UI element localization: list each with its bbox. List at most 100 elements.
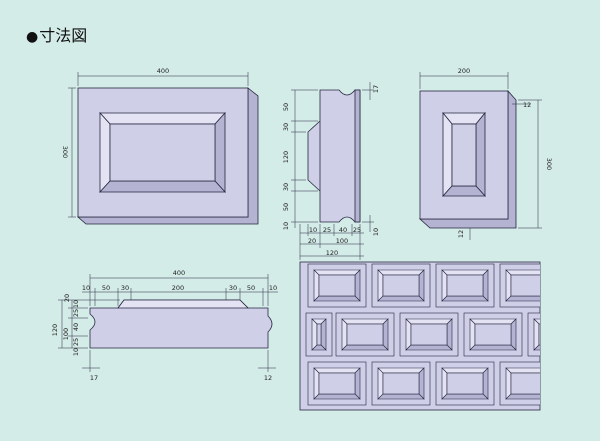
wall-block-part	[474, 323, 512, 346]
side-bottom-right-label: 10	[372, 228, 380, 236]
wall-block	[307, 361, 367, 406]
wall-block-part	[469, 344, 517, 351]
wall-block-part	[313, 393, 361, 400]
wall-block	[335, 312, 395, 357]
plan-total-height-label: 120	[51, 324, 59, 336]
plan-height-sub-label: 100	[62, 328, 70, 340]
plan-v-5: 10	[72, 348, 80, 356]
wall-block-part	[575, 319, 580, 350]
plan-seg-4: 30	[229, 284, 237, 292]
wall-block-part	[446, 274, 484, 297]
plan-seg-6: 10	[269, 284, 277, 292]
wall-block-part	[538, 323, 540, 346]
side-top-label: 17	[372, 85, 380, 93]
wall-block	[463, 312, 523, 357]
wall-block	[435, 361, 495, 406]
side-view	[307, 89, 361, 223]
wall-block-part	[505, 367, 540, 374]
wall-block-part	[533, 344, 540, 351]
wall-block-part	[382, 274, 420, 297]
side-dim-0: 50	[282, 103, 290, 111]
plan-seg-2: 30	[121, 284, 129, 292]
wall-block	[305, 312, 333, 357]
plan-right-bottom-label: 12	[264, 374, 272, 382]
plan-view-dimensions	[58, 274, 278, 372]
plan-seg-3: 200	[172, 284, 184, 292]
plan-total-label: 400	[173, 269, 185, 277]
wall-block-part	[505, 295, 540, 302]
plan-seg-5: 50	[247, 284, 255, 292]
wall-block-part	[410, 323, 448, 346]
side-view-dimensions	[291, 82, 374, 260]
plan-left-bottom-label: 17	[90, 374, 98, 382]
wall-block	[371, 263, 431, 308]
wall-block-part	[505, 269, 540, 276]
side-profile	[307, 89, 361, 223]
wall-block-part	[505, 393, 540, 400]
end-view-dimensions	[419, 72, 542, 240]
wall-block-part	[377, 269, 425, 276]
plan-v-2: 25	[72, 309, 80, 317]
side-bottom-total: 120	[326, 249, 338, 257]
wall-block-part	[547, 368, 552, 399]
wall-block-part	[318, 274, 356, 297]
wall-block-part	[382, 372, 420, 395]
plan-seg-0: 10	[82, 284, 90, 292]
wall-block-part	[346, 323, 384, 346]
title-text: 寸法図	[39, 26, 88, 45]
side-bottom-row-1: 25	[323, 226, 331, 234]
end-bevel-right	[475, 111, 486, 198]
wall-block-part	[441, 367, 489, 374]
side-bottom-row2-1: 100	[336, 237, 348, 245]
front-bevel-top	[99, 112, 226, 125]
plan-seg-1: 50	[102, 284, 110, 292]
wall-block-part	[510, 372, 540, 395]
side-bottom-row2-0: 20	[308, 237, 316, 245]
front-bevel-bottom	[99, 180, 226, 193]
side-bottom-row-0: 10	[309, 226, 317, 234]
wall-block-part	[313, 295, 361, 302]
wall-block-part	[405, 344, 453, 351]
plan-v-4: 25	[72, 338, 80, 346]
side-dim-4: 50	[282, 203, 290, 211]
wall-block-part	[469, 318, 517, 325]
wall-pattern	[305, 263, 580, 406]
wall-block-part	[405, 318, 453, 325]
front-view	[76, 87, 259, 225]
wall-block	[371, 361, 431, 406]
front-bevel-left	[99, 111, 111, 194]
side-bottom-row-2: 40	[339, 226, 347, 234]
end-view	[418, 89, 517, 229]
wall-block-part	[441, 393, 489, 400]
wall-block-part	[377, 295, 425, 302]
wall-block-part	[533, 318, 540, 325]
plan-v-1: 10	[72, 300, 80, 308]
wall-block	[527, 312, 580, 357]
wall-block	[435, 263, 495, 308]
wall-block-part	[318, 372, 356, 395]
front-width-label: 400	[157, 67, 169, 75]
end-width-label: 200	[458, 67, 470, 75]
side-dim-5: 10	[282, 222, 290, 230]
side-bottom-row-3: 25	[353, 226, 361, 234]
wall-block-part	[547, 270, 552, 301]
wall-block-part	[510, 274, 540, 297]
end-top-right-label: 12	[523, 101, 531, 109]
plan-v-0: 20	[63, 294, 71, 302]
wall-block-part	[313, 367, 361, 374]
wall-block-part	[441, 269, 489, 276]
plan-v-3: 40	[72, 323, 80, 331]
wall-block	[399, 312, 459, 357]
end-inner-panel	[451, 123, 477, 187]
end-bevel-left	[442, 111, 453, 198]
wall-block-part	[316, 323, 322, 346]
wall-block	[307, 263, 367, 308]
side-dim-1: 30	[282, 123, 290, 131]
end-height-label: 300	[545, 158, 553, 170]
wall-block	[499, 361, 552, 406]
side-profile-shadow	[354, 89, 361, 223]
wall-block-part	[377, 367, 425, 374]
plan-view	[89, 299, 273, 349]
